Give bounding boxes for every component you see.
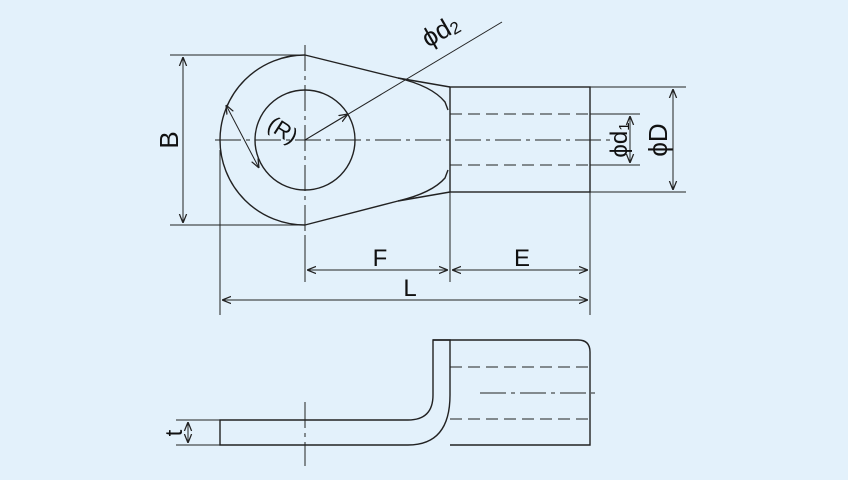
- barrel-neck-line-bottom: [397, 191, 451, 202]
- side-profile-outline: [219, 339, 451, 446]
- label-e: E: [514, 245, 530, 272]
- label-phi-D: ϕD: [643, 123, 673, 156]
- side-view: [176, 339, 600, 466]
- label-l: L: [403, 275, 416, 302]
- r-leader-line: [226, 105, 259, 168]
- d2-arrow: [304, 114, 348, 141]
- label-f: F: [373, 245, 388, 272]
- top-view: [170, 21, 686, 315]
- label-b: B: [154, 131, 184, 148]
- label-t: t: [161, 429, 188, 436]
- label-phi-d1: ϕd1: [606, 122, 633, 157]
- side-barrel-outline: [450, 339, 591, 446]
